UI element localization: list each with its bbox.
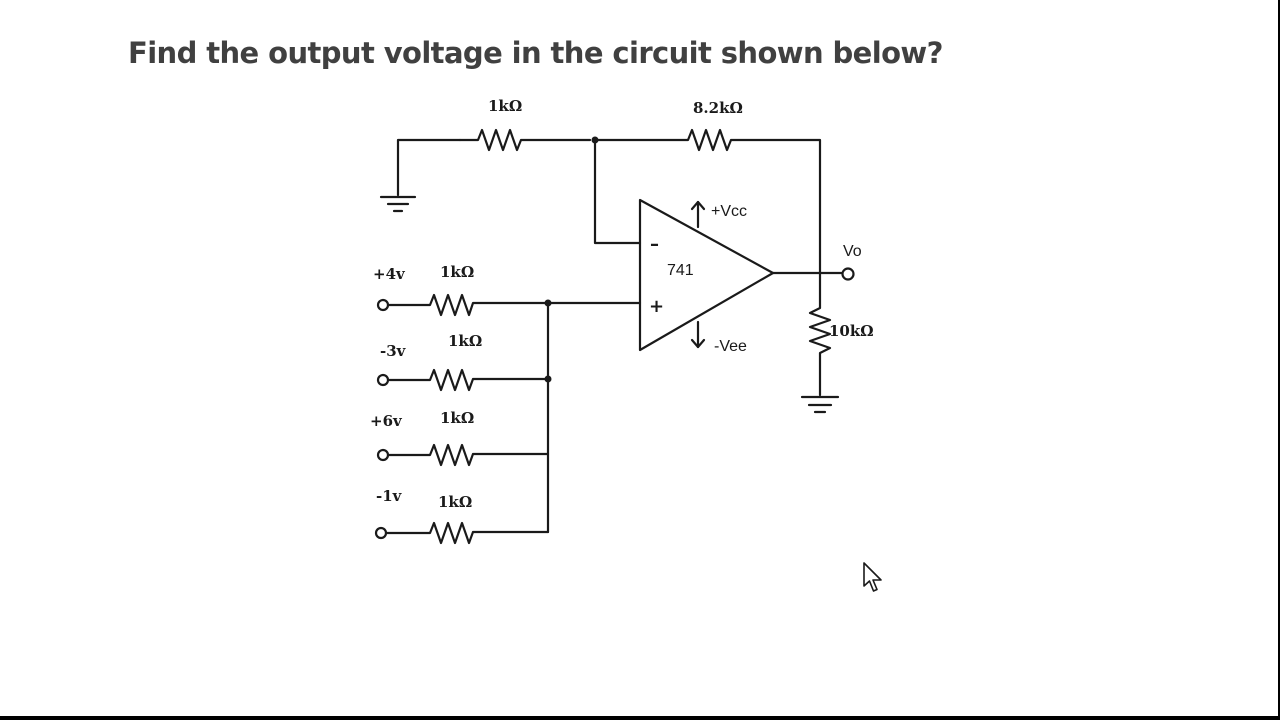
- vcc-label: +Vcc: [711, 203, 747, 220]
- inverting-sign: –: [650, 234, 659, 255]
- feedback-resistor-label: 8.2kΩ: [693, 99, 743, 117]
- input-resistor-value: 1kΩ: [440, 263, 474, 281]
- input-branch-4: [374, 521, 550, 545]
- feedback-resistor-symbol: [593, 128, 822, 274]
- vee-label: -Vee: [714, 338, 747, 355]
- input-voltage-label: +4v: [373, 265, 406, 283]
- input-voltage-label: -3v: [380, 342, 407, 360]
- output-terminal: [841, 267, 855, 281]
- input-branch-3: [376, 443, 550, 467]
- vcc-arrow-icon: [690, 200, 706, 229]
- input-terminal: [376, 373, 390, 387]
- input-resistor-value: 1kΩ: [438, 493, 472, 511]
- input-resistor-symbol: [458, 128, 592, 152]
- output-label: Vo: [843, 243, 862, 260]
- question-text: Find the output voltage in the circuit s…: [128, 36, 943, 70]
- input-terminal: [376, 448, 390, 462]
- input-terminal: [376, 298, 390, 312]
- input-terminal: [374, 526, 388, 540]
- load-resistor-label: 10kΩ: [829, 322, 874, 340]
- mouse-pointer-icon: [863, 562, 882, 592]
- load-ground-icon: [800, 395, 840, 414]
- vee-arrow-icon: [690, 320, 706, 349]
- opamp-symbol: [638, 198, 775, 352]
- opamp-label: 741: [667, 262, 694, 279]
- input-branch-2: [376, 368, 550, 392]
- ground-icon: [379, 195, 417, 213]
- input-resistor-value: 1kΩ: [440, 409, 474, 427]
- inverting-input-wire: [593, 138, 642, 245]
- top-ground-wire: [396, 138, 462, 197]
- input-resistor-value: 1kΩ: [448, 332, 482, 350]
- input-voltage-label: -1v: [376, 487, 403, 505]
- noninverting-sign: +: [649, 296, 664, 317]
- input-voltage-label: +6v: [370, 412, 403, 430]
- load-resistor-symbol: [808, 270, 832, 397]
- input-branch-1: [376, 293, 550, 317]
- input-resistor-label: 1kΩ: [488, 97, 522, 115]
